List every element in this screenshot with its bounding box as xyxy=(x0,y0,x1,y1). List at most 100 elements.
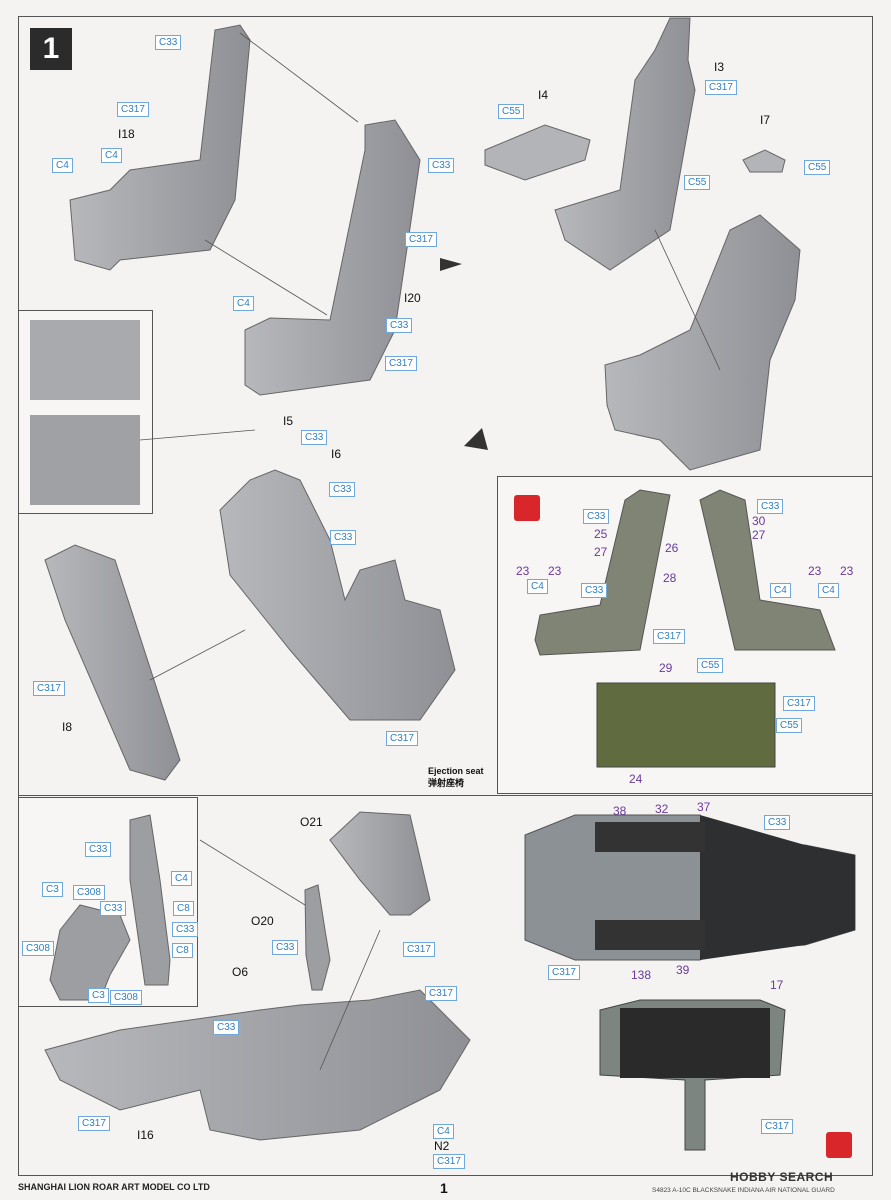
paint-code-label: C317 xyxy=(425,986,457,1001)
paint-code-label: C33 xyxy=(100,901,127,916)
decal-number: 39 xyxy=(676,963,690,977)
product-name: S4823 A-10C BLACKSNAKE INDIANA AIR NATIO… xyxy=(652,1187,835,1194)
step-1-caption-en: Ejection seat xyxy=(428,766,484,776)
paint-code-label: C317 xyxy=(386,731,418,746)
paint-code-label: C317 xyxy=(548,965,580,980)
paint-code-label: C33 xyxy=(329,482,356,497)
part-i8-shape xyxy=(44,544,181,781)
paint-code-label: C317 xyxy=(433,1154,465,1169)
decal-number: 28 xyxy=(663,571,677,585)
paint-code-label: C4 xyxy=(101,148,122,163)
decal-number: 32 xyxy=(655,802,669,816)
paint-code-label: C8 xyxy=(172,943,193,958)
part-label-i18: I18 xyxy=(118,127,135,141)
part-i16-tub-shape xyxy=(44,989,471,1141)
part-label-i5: I5 xyxy=(283,414,294,428)
part-label-o21: O21 xyxy=(300,815,323,829)
step-divider xyxy=(18,795,873,796)
paint-code-label: C308 xyxy=(73,885,105,900)
paint-code-label: C33 xyxy=(272,940,299,955)
part-label-i6: I6 xyxy=(331,447,342,461)
decal-number: 23 xyxy=(516,564,530,578)
paint-code-label: C55 xyxy=(684,175,711,190)
page-number: 1 xyxy=(440,1180,448,1196)
paint-code-label: C33 xyxy=(172,922,199,937)
paint-code-label: C33 xyxy=(85,842,112,857)
ejection-seat-shape xyxy=(219,469,456,721)
decal-number: 27 xyxy=(752,528,766,542)
paint-code-label: C308 xyxy=(110,990,142,1005)
assembled-seat-top-shape xyxy=(604,214,801,471)
paint-code-label: C317 xyxy=(33,681,65,696)
step-1-badge: 1 xyxy=(30,28,72,70)
paint-code-label: C4 xyxy=(233,296,254,311)
step-1-caption-cn: 弹射座椅 xyxy=(428,778,465,788)
paint-code-label: C33 xyxy=(581,583,608,598)
part-label-o6: O6 xyxy=(232,965,249,979)
part-label-i16: I16 xyxy=(137,1128,154,1142)
paint-code-label: C3 xyxy=(88,988,109,1003)
part-i7-shape xyxy=(742,149,786,173)
decal-number: 138 xyxy=(631,968,652,982)
decal-number: 30 xyxy=(752,514,766,528)
decal-number: 38 xyxy=(613,804,627,818)
part-o21-shape xyxy=(329,811,431,916)
paint-code-label: C4 xyxy=(52,158,73,173)
paint-code-label: C317 xyxy=(117,102,149,117)
part-label-n2: N2 xyxy=(434,1139,450,1153)
paint-code-label: C33 xyxy=(764,815,791,830)
decal-number: 29 xyxy=(659,661,673,675)
paint-code-label: C317 xyxy=(653,629,685,644)
part-label-i20: I20 xyxy=(404,291,421,305)
watermark-text: HOBBY SEARCH xyxy=(730,1170,834,1184)
paint-code-label: C317 xyxy=(403,942,435,957)
decal-number: 17 xyxy=(770,978,784,992)
decal-number: 24 xyxy=(629,772,643,786)
decal-number: 26 xyxy=(665,541,679,555)
paint-code-label: C317 xyxy=(783,696,815,711)
paint-code-label: C55 xyxy=(804,160,831,175)
paint-code-label: C33 xyxy=(301,430,328,445)
decal-number: 27 xyxy=(594,545,608,559)
paint-code-label: C4 xyxy=(433,1124,454,1139)
paint-code-label: C33 xyxy=(155,35,182,50)
part-i4-shape xyxy=(484,124,591,181)
decal-number: 37 xyxy=(697,800,711,814)
part-i18-shape xyxy=(69,24,251,271)
paint-code-label: C317 xyxy=(78,1116,110,1131)
part-label-i8: I8 xyxy=(62,720,73,734)
paint-code-label: C8 xyxy=(173,901,194,916)
part-i20-shape xyxy=(244,119,421,396)
decal-number: 23 xyxy=(548,564,562,578)
paint-code-label: C4 xyxy=(818,583,839,598)
paint-code-label: C3 xyxy=(42,882,63,897)
paint-code-label: C4 xyxy=(527,579,548,594)
brand-logo-top xyxy=(514,495,540,521)
paint-code-label: C308 xyxy=(22,941,54,956)
decal-number: 23 xyxy=(808,564,822,578)
paint-code-label: C33 xyxy=(428,158,455,173)
paint-code-label: C33 xyxy=(213,1020,240,1035)
paint-code-label: C55 xyxy=(498,104,525,119)
paint-code-label: C33 xyxy=(757,499,784,514)
company-name: SHANGHAI LION ROAR ART MODEL CO LTD xyxy=(18,1182,210,1192)
part-label-o20: O20 xyxy=(251,914,274,928)
part-i3-shape xyxy=(554,17,696,271)
paint-code-label: C55 xyxy=(776,718,803,733)
paint-code-label: C4 xyxy=(770,583,791,598)
paint-code-label: C317 xyxy=(405,232,437,247)
part-label-i3: I3 xyxy=(714,60,725,74)
paint-code-label: C317 xyxy=(705,80,737,95)
part-label-i7: I7 xyxy=(760,113,771,127)
paint-code-label: C33 xyxy=(583,509,610,524)
paint-code-label: C33 xyxy=(330,530,357,545)
paint-code-label: C55 xyxy=(697,658,724,673)
paint-code-label: C317 xyxy=(761,1119,793,1134)
brand-logo-bottom xyxy=(826,1132,852,1158)
decal-number: 25 xyxy=(594,527,608,541)
paint-code-label: C4 xyxy=(171,871,192,886)
paint-code-label: C33 xyxy=(386,318,413,333)
part-label-i4: I4 xyxy=(538,88,549,102)
paint-code-label: C317 xyxy=(385,356,417,371)
